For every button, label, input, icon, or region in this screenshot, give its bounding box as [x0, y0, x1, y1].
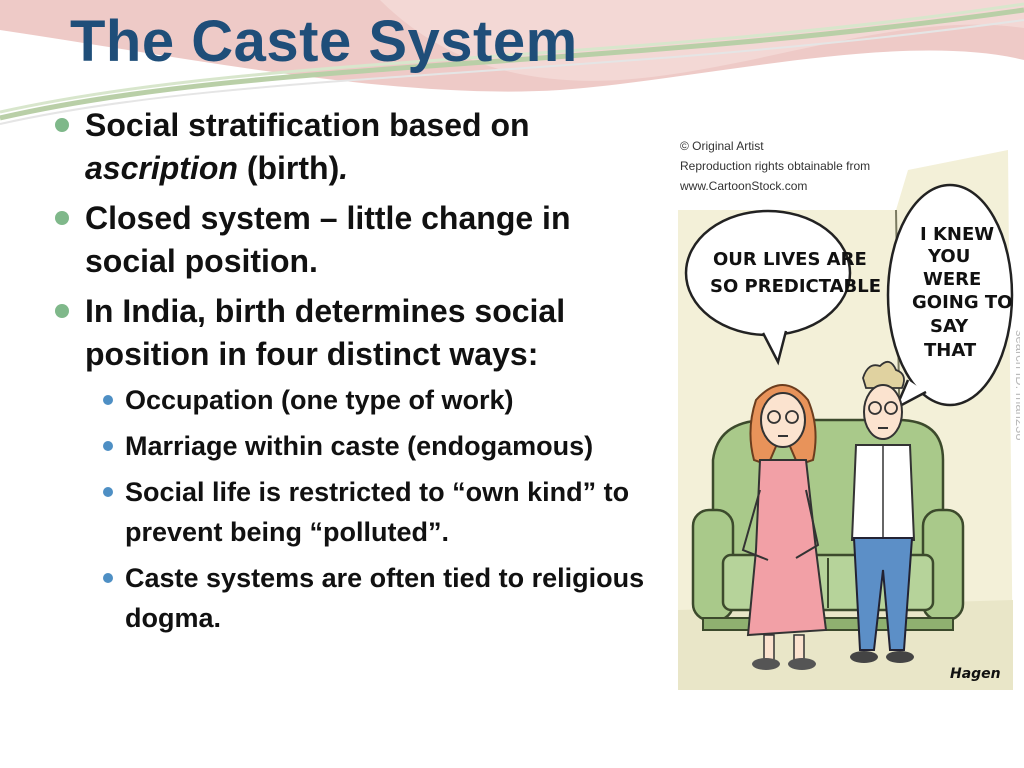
bullet-text: Closed system – little change in social … — [85, 200, 571, 279]
bubble-left-text: SO PREDICTABLE — [710, 276, 881, 297]
sub-bullet-dot-icon — [103, 441, 113, 451]
sub-bullet-text: Marriage within caste (endogamous) — [125, 431, 594, 461]
bullet-text: In India, birth determines social positi… — [85, 293, 566, 372]
bullet-item: Social stratification based on ascriptio… — [55, 104, 665, 190]
woman-figure — [741, 384, 828, 670]
artist-signature: Hagen — [950, 666, 1001, 682]
sub-bullet-item: Caste systems are often tied to religiou… — [95, 558, 665, 638]
bullet-text: (birth) — [237, 150, 340, 186]
bullet-text: Social stratification based on — [85, 107, 530, 143]
speech-bubble-right: I KNEW YOU WERE GOING TO SAY THAT — [886, 183, 1014, 411]
sub-bullet-text: Occupation (one type of work) — [125, 385, 514, 415]
bullet-dot-icon — [55, 118, 69, 132]
bullet-item: Closed system – little change in social … — [55, 197, 665, 283]
sub-bullet-dot-icon — [103, 395, 113, 405]
bullet-dot-icon — [55, 304, 69, 318]
bullet-emphasis: ascription — [85, 150, 238, 186]
speech-bubble-left: OUR LIVES ARE SO PREDICTABLE — [684, 209, 881, 366]
cartoon-credit-line: Reproduction rights obtainable from — [680, 159, 870, 173]
sub-bullet-item: Occupation (one type of work) — [95, 380, 665, 420]
cartoon-credit-line: © Original Artist — [680, 139, 764, 153]
bullet-list: Social stratification based on ascriptio… — [55, 104, 665, 645]
bullet-dot-icon — [55, 211, 69, 225]
sub-bullet-item: Marriage within caste (endogamous) — [95, 426, 665, 466]
bubble-right-text: YOU — [927, 246, 970, 267]
couch — [691, 418, 965, 631]
man-figure — [850, 360, 916, 663]
cartoon-credit-line: www.CartoonStock.com — [679, 179, 807, 193]
bubble-right-text: I KNEW — [920, 224, 994, 245]
bullet-item: In India, birth determines social positi… — [55, 290, 665, 638]
slide-title: The Caste System — [70, 9, 578, 74]
bullet-punctuation: . — [339, 150, 349, 186]
bubble-right-text: THAT — [924, 340, 977, 361]
sub-bullet-dot-icon — [103, 487, 113, 497]
search-id-watermark: search ID: rhan238 — [1013, 330, 1020, 441]
cartoon-illustration: © Original Artist Reproduction rights ob… — [668, 130, 1020, 720]
bubble-right-text: SAY — [930, 316, 969, 337]
bubble-right-text: GOING TO — [912, 292, 1012, 313]
sub-bullet-item: Social life is restricted to “own kind” … — [95, 472, 665, 552]
bubble-left-text: OUR LIVES ARE — [713, 249, 867, 270]
sub-bullet-text: Social life is restricted to “own kind” … — [125, 477, 630, 547]
header-swoosh-decoration — [0, 0, 1024, 125]
bubble-right-text: WERE — [923, 269, 981, 290]
sub-bullet-text: Caste systems are often tied to religiou… — [125, 563, 645, 633]
sub-bullet-list: Occupation (one type of work) Marriage w… — [85, 380, 665, 638]
sub-bullet-dot-icon — [103, 573, 113, 583]
